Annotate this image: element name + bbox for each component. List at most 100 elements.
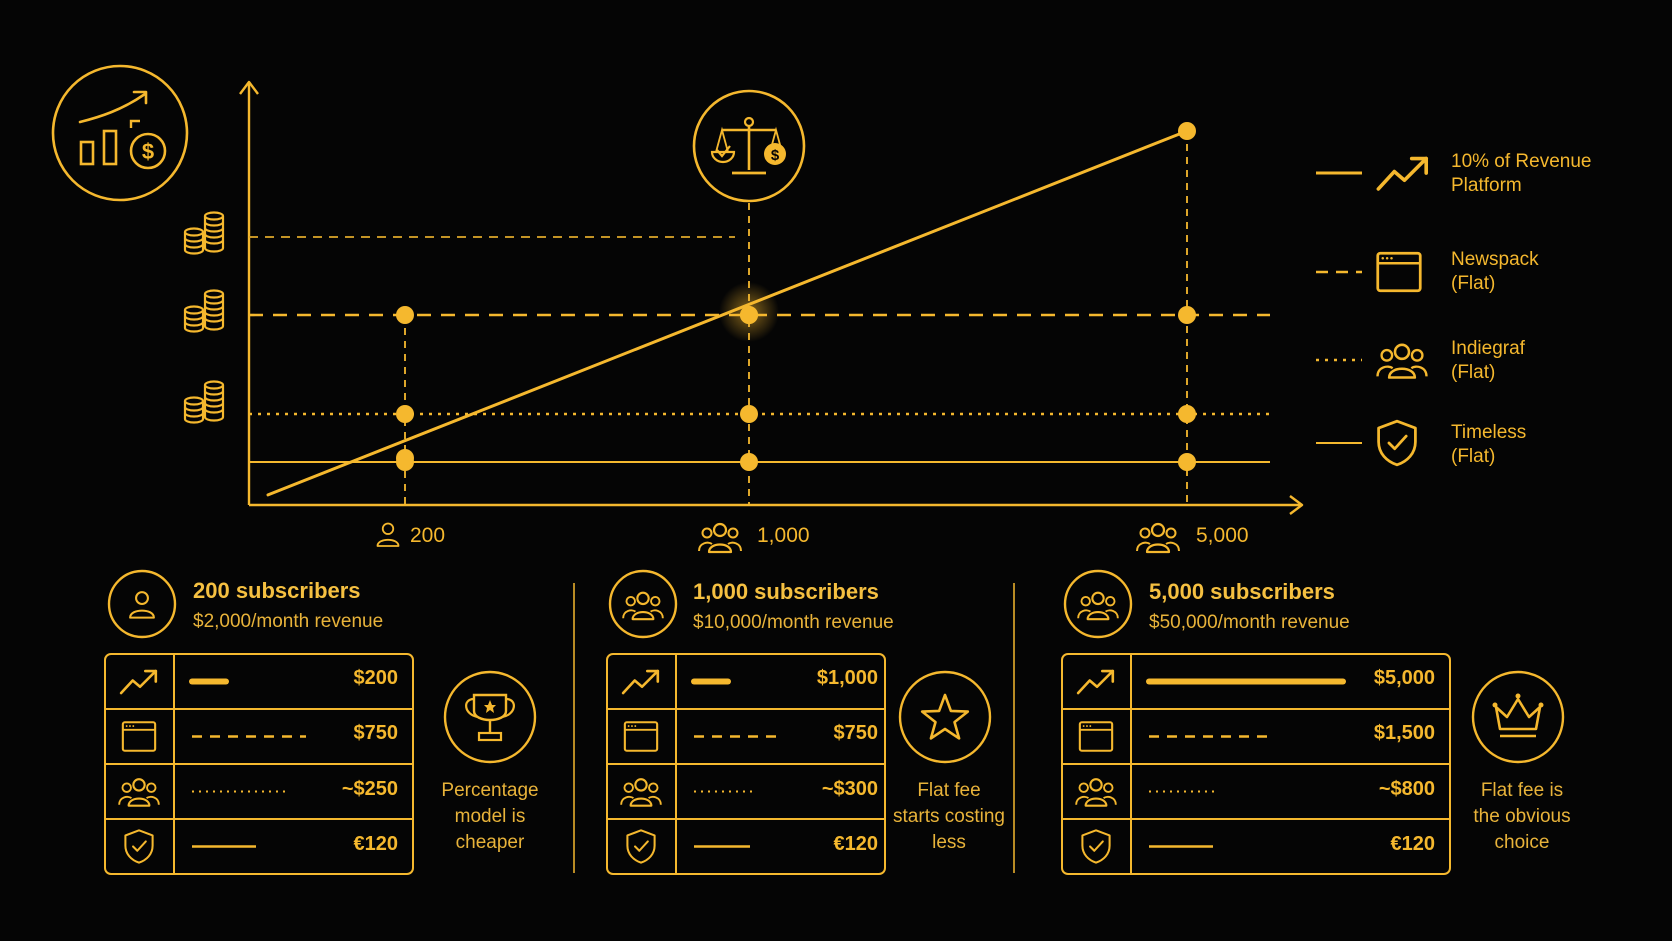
verdict-line: choice xyxy=(1494,832,1550,853)
data-point xyxy=(1178,122,1196,140)
series-line-percentage xyxy=(266,129,1189,497)
balance-scale-icon: $ xyxy=(692,89,806,203)
users-group-icon xyxy=(620,778,662,807)
data-point xyxy=(1178,306,1196,324)
cost-value: ~$300 xyxy=(821,778,878,800)
panel-subtitle-200: $2,000/month revenue xyxy=(193,611,384,632)
verdict-badge xyxy=(898,670,992,764)
coin-stack-icon xyxy=(183,289,225,333)
panel-avatar xyxy=(608,569,678,639)
coin-stack-icon xyxy=(183,211,225,255)
legend-line: (Flat) xyxy=(1451,446,1496,467)
data-point xyxy=(396,405,414,423)
trophy-handle xyxy=(501,697,515,719)
panel-title-5000: 5,000 subscribers xyxy=(1149,579,1335,604)
trophy-star xyxy=(484,700,496,713)
x-axis xyxy=(249,495,1304,515)
trend-up-icon xyxy=(1076,669,1115,695)
cost-value: $750 xyxy=(833,722,879,744)
legend-line: (Flat) xyxy=(1451,273,1496,294)
cost-value: $5,000 xyxy=(1373,667,1435,689)
shield-check-icon xyxy=(1081,829,1111,864)
browser-window-icon xyxy=(1376,251,1422,293)
cost-value: $200 xyxy=(353,667,399,689)
verdict-badge xyxy=(1471,670,1565,764)
legend-label-newspack: Newspack (Flat) xyxy=(1451,248,1539,296)
users-group-icon xyxy=(1077,591,1119,621)
trend-up-icon xyxy=(1376,156,1429,191)
legend-line: Indiegraf xyxy=(1451,338,1525,359)
browser-window-icon xyxy=(121,721,157,752)
cost-value: €120 xyxy=(1390,833,1436,855)
star-icon xyxy=(920,693,970,740)
y-axis xyxy=(239,80,259,505)
data-point xyxy=(740,306,758,324)
x-tick-label-5000: 5,000 xyxy=(1196,524,1249,547)
cost-value: $750 xyxy=(353,722,399,744)
crown-jewel xyxy=(1492,702,1498,708)
trophy-handle xyxy=(465,697,479,719)
crown-jewel xyxy=(1538,702,1544,708)
legend-line: (Flat) xyxy=(1451,362,1496,383)
panel-subtitle-1000: $10,000/month revenue xyxy=(693,612,894,633)
verdict-line: less xyxy=(932,832,966,853)
panel-title-1000: 1,000 subscribers xyxy=(693,579,879,604)
user-icon xyxy=(129,591,155,619)
verdict-line: Flat fee is xyxy=(1480,780,1564,801)
legend-label-indiegraf: Indiegraf (Flat) xyxy=(1451,337,1525,385)
panel-subtitle-5000: $50,000/month revenue xyxy=(1149,612,1350,633)
cost-value: ~$800 xyxy=(1378,778,1435,800)
shield-check-icon xyxy=(124,829,154,864)
crown-icon xyxy=(1494,697,1542,731)
panel-avatar xyxy=(1063,569,1133,639)
verdict-line: Flat fee xyxy=(917,780,981,801)
users-group-icon xyxy=(118,778,160,807)
verdict-1000: Flat fee starts costing less xyxy=(874,778,1024,856)
verdict-line: the obvious xyxy=(1473,806,1571,827)
data-point xyxy=(740,453,758,471)
panel-title-200: 200 subscribers xyxy=(193,578,361,603)
verdict-line: model is xyxy=(454,806,526,827)
data-point xyxy=(1178,453,1196,471)
cost-value: ~$250 xyxy=(341,778,398,800)
svg-text:$: $ xyxy=(142,139,154,164)
revenue-growth-icon: $ xyxy=(51,64,189,202)
panel-avatar xyxy=(107,569,177,639)
users-group-icon xyxy=(622,591,664,621)
legend-label-percentage: 10% of Revenue Platform xyxy=(1451,150,1592,198)
coin-stack-icon xyxy=(183,380,225,424)
data-point xyxy=(740,405,758,423)
shield-check-icon xyxy=(626,829,656,864)
verdict-5000: Flat fee is the obvious choice xyxy=(1447,778,1597,856)
legend-line: Timeless xyxy=(1451,422,1527,443)
x-tick-label-200: 200 xyxy=(410,524,446,547)
users-group-icon xyxy=(1135,522,1181,554)
shield-check-icon xyxy=(1377,419,1417,467)
x-tick-label-1000: 1,000 xyxy=(757,524,810,547)
trend-up-icon xyxy=(119,669,158,695)
browser-window-icon xyxy=(1078,721,1114,752)
legend-line: Newspack xyxy=(1451,249,1539,270)
svg-text:$: $ xyxy=(771,147,780,164)
data-point xyxy=(396,453,414,471)
browser-window-icon xyxy=(623,721,659,752)
cost-value: €120 xyxy=(833,833,879,855)
data-point xyxy=(1178,405,1196,423)
crown-jewel xyxy=(1515,693,1521,699)
legend-label-timeless: Timeless (Flat) xyxy=(1451,421,1526,469)
users-group-icon xyxy=(1075,778,1117,807)
users-group-icon xyxy=(1376,343,1428,379)
users-group-icon xyxy=(697,522,743,554)
legend-line: Platform xyxy=(1451,175,1522,196)
cost-value: €120 xyxy=(353,833,399,855)
trend-up-icon xyxy=(621,669,660,695)
verdict-200: Percentage model is cheaper xyxy=(415,778,565,856)
trophy-base xyxy=(477,731,503,742)
legend-line: 10% of Revenue xyxy=(1451,151,1592,172)
verdict-line: cheaper xyxy=(455,832,525,853)
trophy-icon xyxy=(472,693,508,722)
cost-value: $1,000 xyxy=(816,667,878,689)
verdict-line: Percentage xyxy=(441,780,539,801)
verdict-badge xyxy=(443,670,537,764)
